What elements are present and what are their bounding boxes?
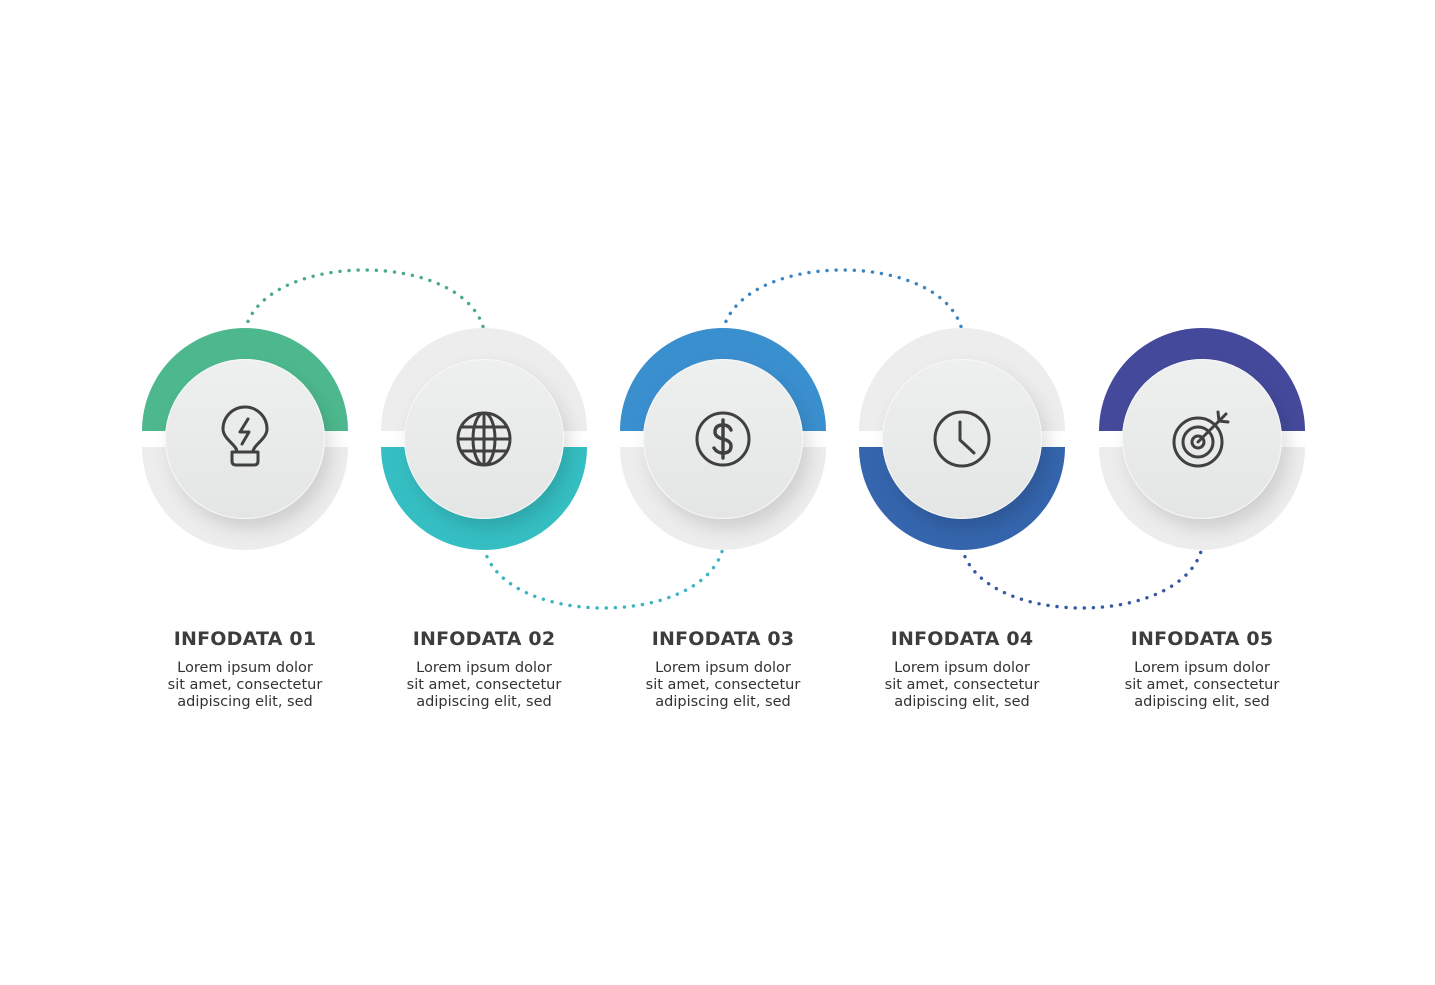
dotted-connector-2 — [482, 546, 725, 610]
step-1-description-line: sit amet, consectetur — [167, 677, 323, 693]
step-4-circle — [859, 328, 1065, 550]
step-2-description-line: sit amet, consectetur — [406, 677, 562, 693]
step-5-inner-highlight — [1122, 359, 1282, 519]
step-5-circle — [1099, 328, 1305, 550]
step-4-inner-disc — [882, 359, 1042, 519]
step-2-title: INFODATA 02 — [412, 628, 556, 650]
step-3-title: INFODATA 03 — [651, 628, 795, 650]
step-2-description-line: Lorem ipsum dolor — [416, 660, 552, 676]
step-5-title: INFODATA 05 — [1130, 628, 1274, 650]
step-3-inner-highlight — [643, 359, 803, 519]
step-4-description-line: sit amet, consectetur — [884, 677, 1040, 693]
step-4-title: INFODATA 04 — [890, 628, 1034, 650]
clock-icon — [933, 410, 991, 468]
globe-icon — [456, 411, 512, 467]
step-1-circle — [142, 328, 348, 550]
step-4-description-line: adipiscing elit, sed — [894, 694, 1030, 710]
dollar-icon — [695, 411, 751, 467]
step-1-description-line: Lorem ipsum dolor — [177, 660, 313, 676]
step-1-inner-highlight — [165, 359, 325, 519]
step-5-description-line: sit amet, consectetur — [1124, 677, 1280, 693]
step-1-title: INFODATA 01 — [173, 628, 317, 650]
step-2-circle — [381, 328, 587, 550]
step-1-description-line: adipiscing elit, sed — [177, 694, 313, 710]
step-3-description-line: sit amet, consectetur — [645, 677, 801, 693]
target-icon — [1172, 410, 1230, 468]
step-5-description-line: Lorem ipsum dolor — [1134, 660, 1270, 676]
step-2-inner-highlight — [404, 359, 564, 519]
dotted-connector-4 — [960, 546, 1204, 610]
step-3-description-line: Lorem ipsum dolor — [655, 660, 791, 676]
step-4-inner-highlight — [882, 359, 1042, 519]
step-3-description-line: adipiscing elit, sed — [655, 694, 791, 710]
lightbulb-icon — [221, 405, 269, 467]
step-5-description-line: adipiscing elit, sed — [1134, 694, 1270, 710]
step-3-circle — [620, 328, 826, 550]
step-2-description-line: adipiscing elit, sed — [416, 694, 552, 710]
dotted-connector-1 — [243, 268, 486, 332]
step-4-description-line: Lorem ipsum dolor — [894, 660, 1030, 676]
dotted-connector-3 — [721, 268, 964, 332]
